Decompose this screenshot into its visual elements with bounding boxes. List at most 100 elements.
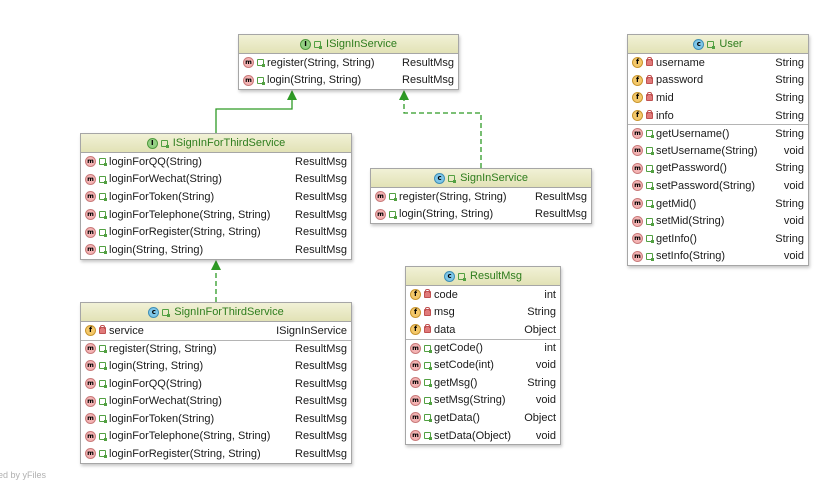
member-name: setMid(String) <box>656 215 725 228</box>
member-type: void <box>783 250 804 263</box>
public-visibility-icon <box>99 193 107 202</box>
private-lock-icon <box>424 324 431 334</box>
public-visibility-icon <box>646 147 654 156</box>
class-icon: c <box>444 270 456 282</box>
member-name: login(String, String) <box>267 74 362 87</box>
member-type: String <box>775 232 804 245</box>
member-name: register(String, String) <box>267 56 375 69</box>
method-icon: m <box>85 244 96 256</box>
member-name: info <box>656 109 674 122</box>
private-lock-icon <box>99 325 106 335</box>
member-type: ResultMsg <box>535 208 587 221</box>
member-name: username <box>656 56 705 69</box>
public-visibility-icon <box>99 246 107 255</box>
private-lock-icon <box>424 306 431 316</box>
public-visibility-icon <box>314 40 323 49</box>
method-icon: m <box>85 360 96 372</box>
method-icon: m <box>632 145 643 157</box>
method-icon: m <box>375 208 386 220</box>
member-type: ResultMsg <box>295 412 347 425</box>
method-icon: m <box>85 378 96 390</box>
method-icon: m <box>85 191 96 203</box>
member-name: getCode() <box>434 342 483 355</box>
member-type: int <box>544 342 556 355</box>
member-name: loginForTelephone(String, String) <box>109 430 271 443</box>
field-icon: f <box>85 325 96 337</box>
method-icon: m <box>632 198 643 210</box>
footer-watermark: ed by yFiles <box>0 470 47 480</box>
member-name: getPassword() <box>656 162 727 175</box>
class-title: SignInService <box>460 172 528 184</box>
member-name: setData(Object) <box>434 429 512 442</box>
member-type: ResultMsg <box>295 155 347 168</box>
member-type: String <box>775 74 804 87</box>
method-icon: m <box>632 250 643 262</box>
extends-arrowhead <box>287 90 297 100</box>
public-visibility-icon <box>646 200 654 209</box>
method-row[interactable]: m setInfo(String) void <box>628 248 808 266</box>
public-visibility-icon <box>646 182 654 191</box>
member-name: setInfo(String) <box>656 250 726 263</box>
method-icon: m <box>632 233 643 245</box>
member-name: loginForQQ(String) <box>109 377 202 390</box>
member-type: void <box>535 359 556 372</box>
member-type: Object <box>524 411 556 424</box>
public-visibility-icon <box>99 211 107 220</box>
method-icon: m <box>410 377 421 389</box>
member-type: void <box>783 144 804 157</box>
member-type: void <box>535 429 556 442</box>
public-visibility-icon <box>99 415 107 424</box>
private-lock-icon <box>646 57 653 67</box>
